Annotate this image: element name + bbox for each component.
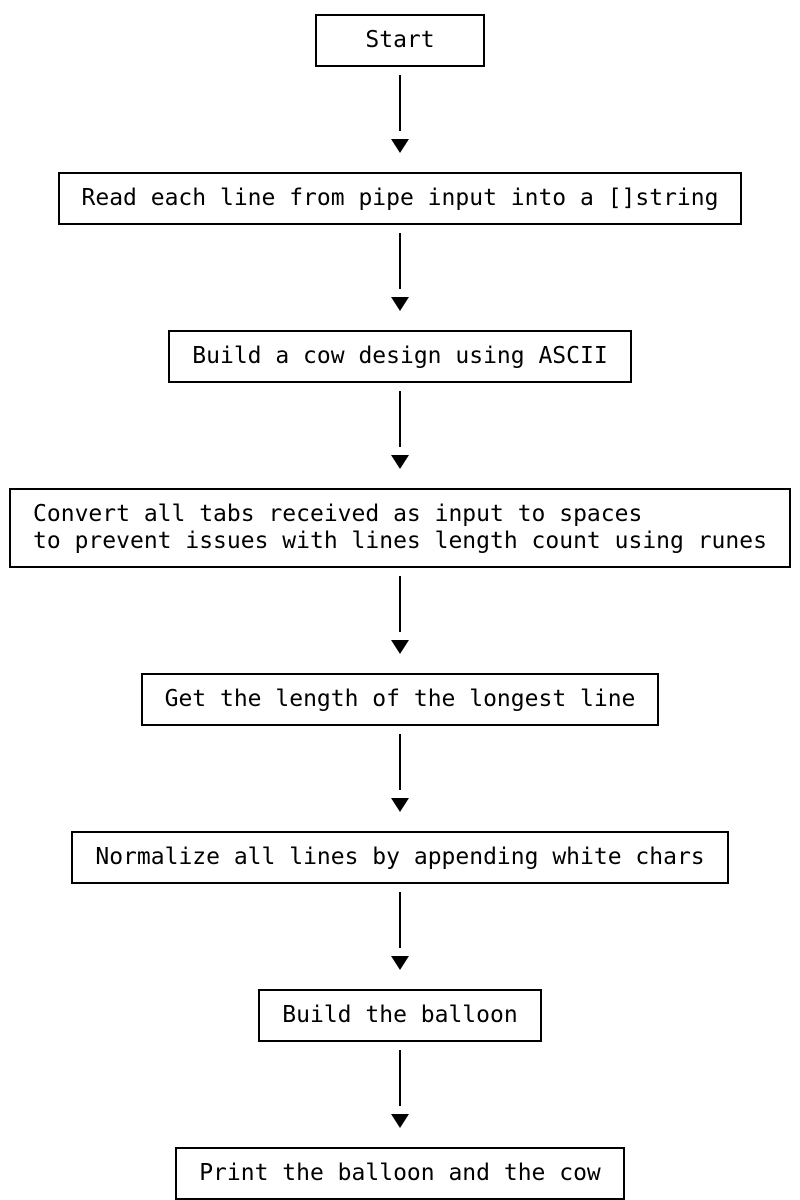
arrow-head-icon [391,640,409,654]
flow-node-normalize-lines: Normalize all lines by appending white c… [71,831,729,884]
flow-node-print-output: Print the balloon and the cow [175,1147,625,1200]
arrow-line [399,892,401,948]
arrow-head-icon [391,798,409,812]
arrow-head-icon [391,956,409,970]
flow-arrow [391,726,409,831]
arrow-line [399,1050,401,1106]
arrow-line [399,75,401,131]
flow-arrow [391,383,409,488]
flow-arrow [391,1042,409,1147]
arrow-head-icon [391,139,409,153]
flow-arrow [391,67,409,172]
flow-arrow [391,568,409,673]
arrow-line [399,233,401,289]
arrow-head-icon [391,455,409,469]
arrow-line [399,734,401,790]
flow-arrow [391,884,409,989]
flow-node-build-cow: Build a cow design using ASCII [168,330,632,383]
arrow-head-icon [391,1114,409,1128]
arrow-line [399,576,401,632]
flow-node-read-lines: Read each line from pipe input into a []… [57,172,743,225]
arrow-line [399,391,401,447]
flow-node-convert-tabs: Convert all tabs received as input to sp… [9,488,791,568]
arrow-head-icon [391,297,409,311]
flow-arrow [391,225,409,330]
flow-node-build-balloon: Build the balloon [258,989,542,1042]
flow-node-start: Start [315,14,485,67]
flow-node-longest-line: Get the length of the longest line [140,673,660,726]
